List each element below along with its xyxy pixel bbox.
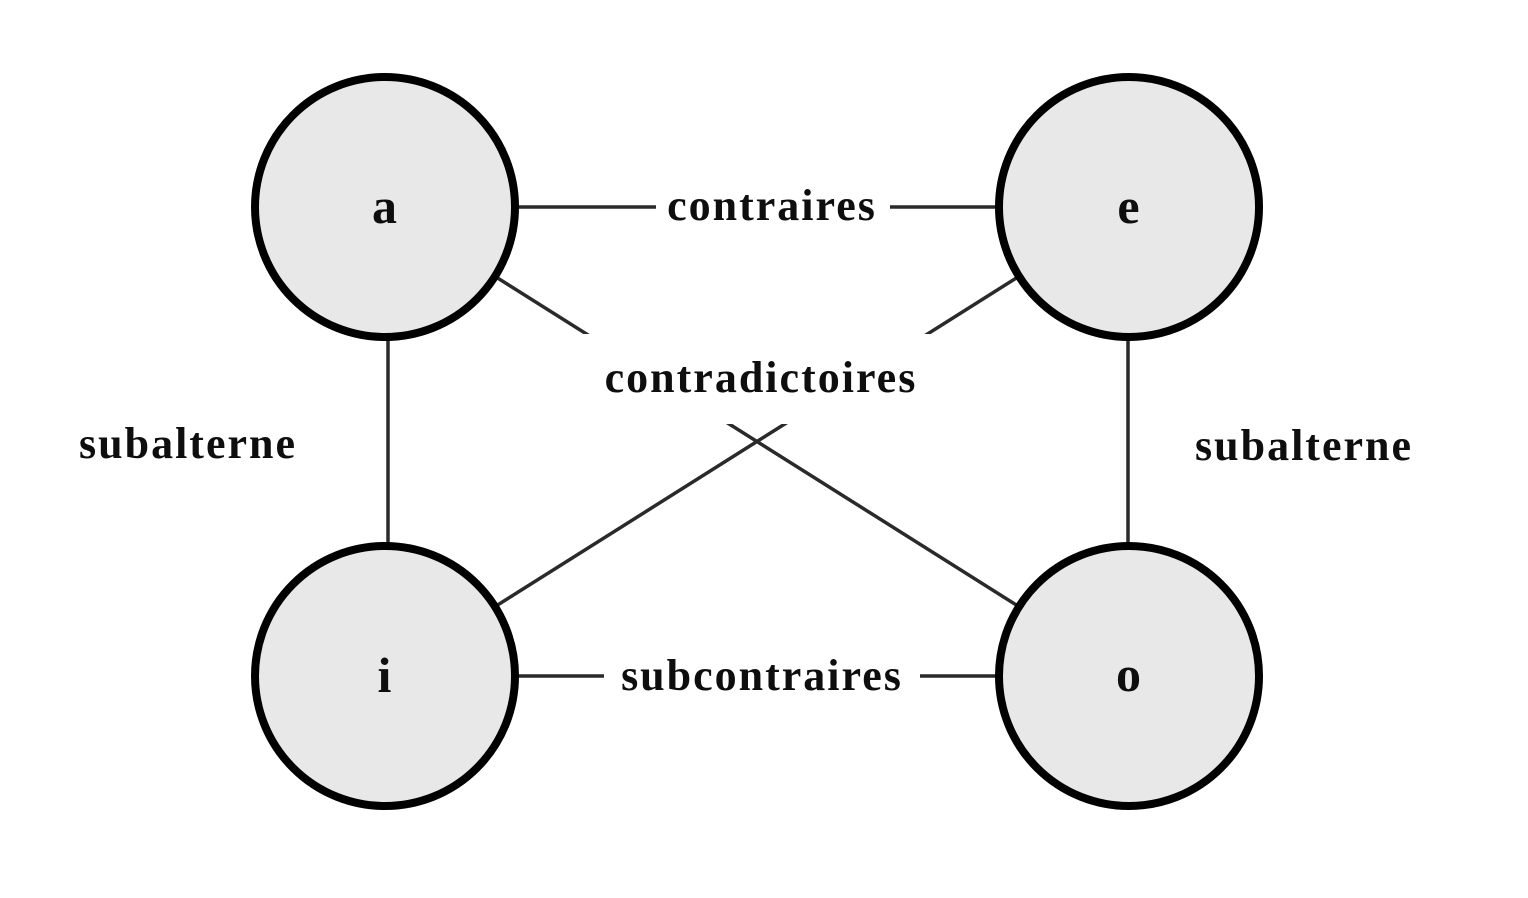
- subalterne-right-label: subalterne: [1195, 421, 1413, 470]
- node-o-circle: [995, 542, 1263, 810]
- subalterne-left-label: subalterne: [79, 419, 297, 468]
- node-a-label: a: [372, 178, 398, 234]
- subcontraires-label: subcontraires: [621, 651, 903, 700]
- vertical-edges: [386, 338, 1130, 546]
- node-i-label: i: [378, 647, 393, 703]
- node-o-label: o: [1116, 646, 1142, 702]
- contradictoires-label-mask: [578, 334, 938, 424]
- contraires-label-mask: [656, 183, 890, 231]
- node-a-circle: [251, 73, 519, 341]
- horizontal-edges: [514, 183, 1000, 700]
- nodes: a e i o: [251, 73, 1263, 810]
- contraires-label: contraires: [667, 181, 877, 230]
- contradictoires-label: contradictoires: [605, 353, 918, 402]
- diagonal-edges: [384, 205, 1130, 678]
- subcontraires-label-mask: [604, 652, 920, 700]
- node-e-circle: [995, 73, 1263, 341]
- node-e-label: e: [1117, 178, 1140, 234]
- edge-e-i-contradictoires: [384, 205, 1130, 678]
- edge-labels: contraires contradictoires subalterne su…: [79, 181, 1413, 700]
- node-i-circle: [251, 542, 519, 810]
